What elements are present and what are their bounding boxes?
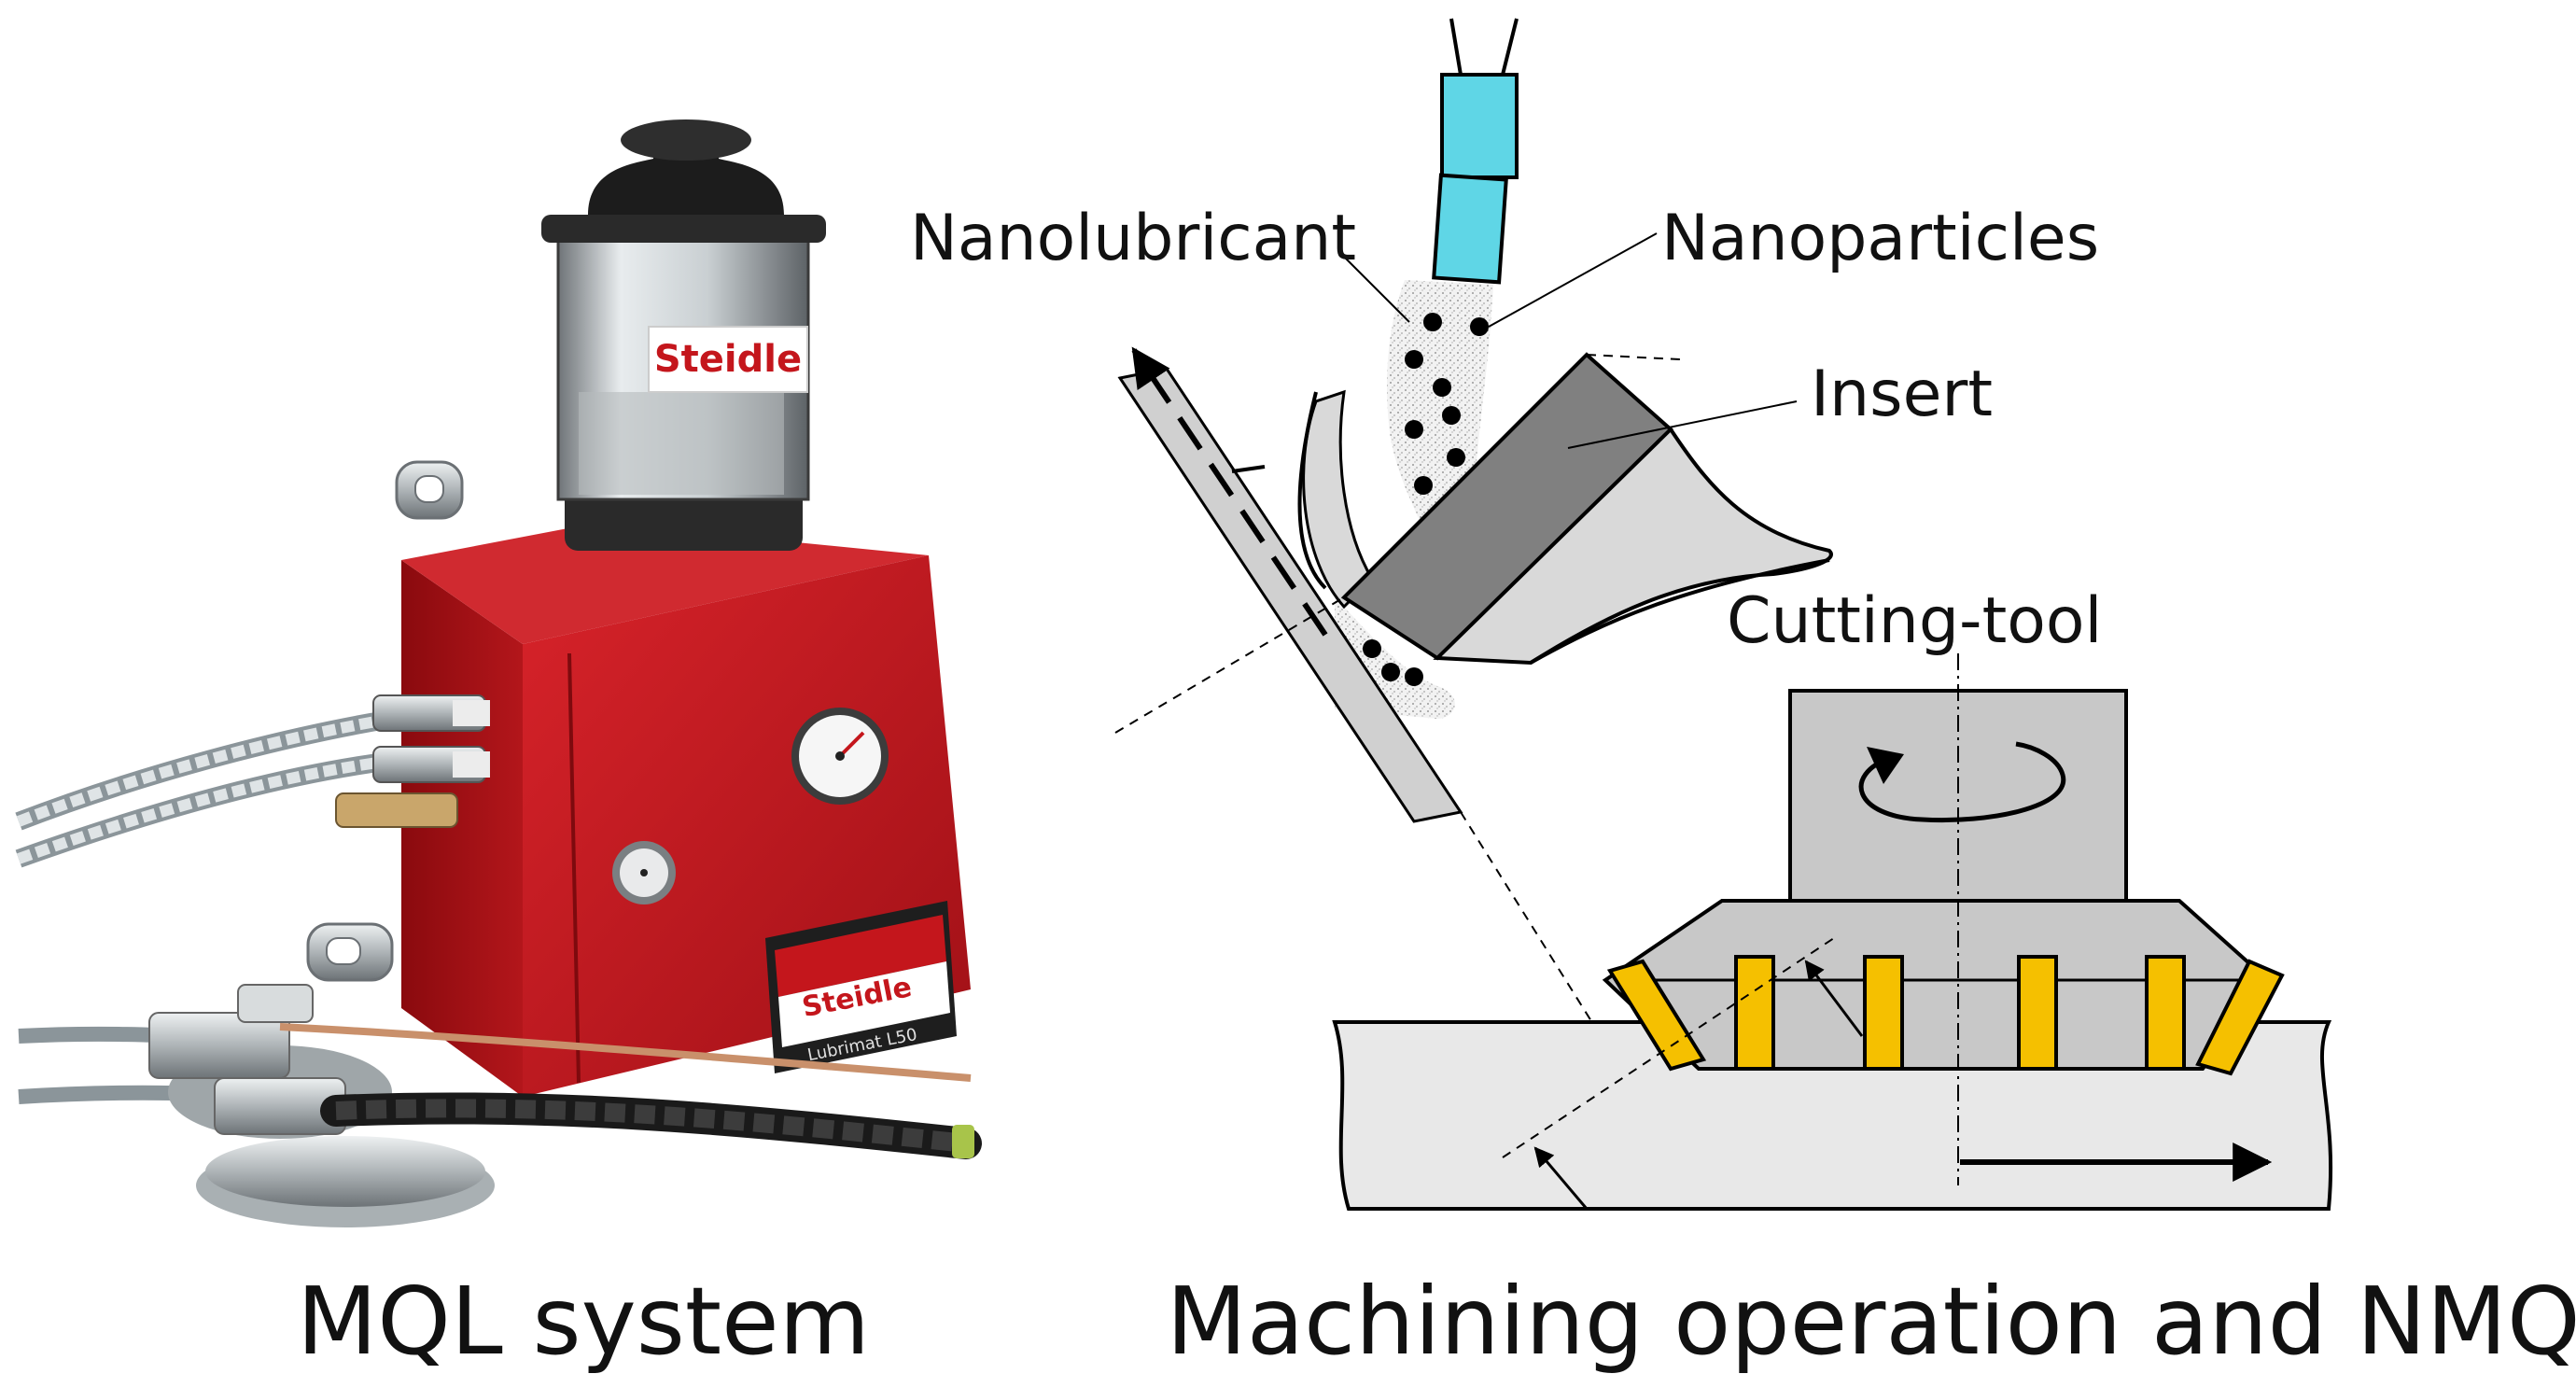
rotation-arrow [1858, 741, 2066, 823]
caption-mql-system: MQL system [297, 1267, 870, 1376]
rake-angle-arrow [1804, 960, 1864, 1037]
pressure-gauge-large [791, 708, 889, 805]
red-housing-top [401, 523, 929, 644]
insert-leader [1567, 400, 1798, 449]
door-hinge-line [567, 652, 581, 1084]
strip-tick [1231, 465, 1266, 473]
chip-inner-curve [1297, 391, 1327, 590]
nanoparticles-leader [1488, 232, 1658, 328]
coolant-nozzle [1432, 18, 1519, 285]
mount-bracket-bottom [306, 922, 394, 982]
label-nanoparticles: Nanoparticles [1661, 202, 2099, 275]
lubricant-reservoir: Steidle [541, 119, 826, 551]
cutter-inserts [1606, 955, 2285, 1076]
mql-system-photo: Steidle Lubrimat L50 Steidle [15, 119, 982, 1227]
copper-pipe [279, 1023, 972, 1082]
rotation-arrowhead [1867, 747, 1904, 784]
reservoir-brand-label: Steidle [654, 338, 802, 381]
reference-line-upper [1586, 354, 1681, 360]
red-housing-side [401, 560, 523, 1097]
tool-holder-edge [1530, 558, 1830, 665]
pressure-gauge-small [612, 841, 676, 904]
label-nanolubricant: Nanolubricant [910, 202, 1356, 275]
nanolubricant-leader [1343, 256, 1410, 323]
segmented-coolant-hose [320, 1092, 982, 1159]
nanoparticles [1363, 313, 1489, 686]
mount-bracket-top [395, 460, 464, 520]
label-cutting-tool: Cutting-tool [1727, 584, 2102, 658]
caption-machining-nmql: Machining operation and NMQL [1167, 1267, 2576, 1376]
label-insert: Insert [1811, 358, 1993, 431]
machining-diagram: Nanolubricant Nanoparticles Insert Cutti… [910, 18, 2333, 1211]
reservoir-cap [588, 126, 784, 215]
side-fittings [335, 694, 490, 828]
tool-holder [1433, 426, 1833, 666]
chip-flow-arrow [1131, 346, 1328, 637]
nanolubricant-mist [1386, 280, 1493, 532]
reference-line-left [1114, 596, 1345, 734]
feed-angle-arrow [1533, 1146, 1589, 1210]
